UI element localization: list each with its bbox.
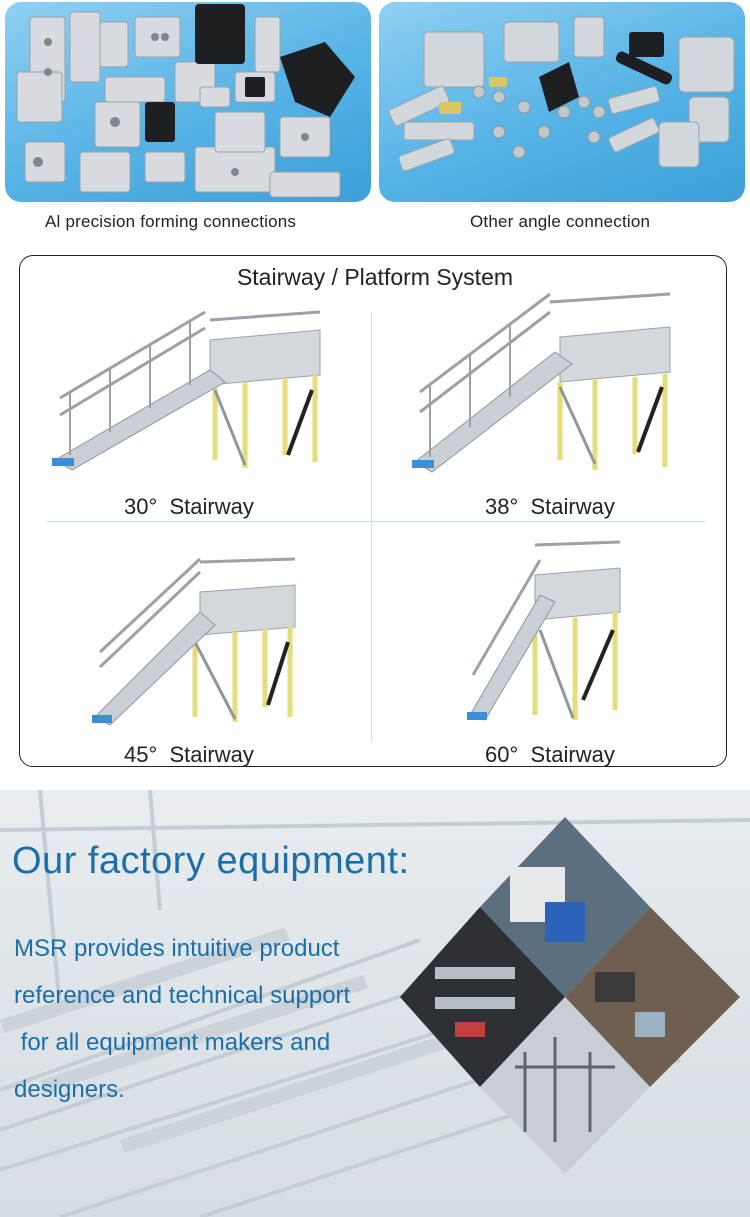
forming-connections-caption: Al precision forming connections (45, 212, 297, 231)
stairway-30-label: 30° Stairway (124, 494, 254, 519)
stairway-38-label: 38° Stairway (485, 494, 615, 519)
stairway-divider-vertical (371, 312, 372, 742)
stairway-30-illustration (52, 310, 321, 471)
factory-text-line-3: for all equipment makers and (14, 1029, 331, 1056)
stairway-45-illustration (92, 557, 296, 726)
stairway-60-label: 60° Stairway (485, 742, 615, 767)
forming-connections-image (5, 2, 371, 202)
stairway-divider-horizontal (46, 521, 706, 522)
stairway-45-label: 45° Stairway (124, 742, 254, 767)
stairway-60-illustration (467, 540, 621, 721)
angle-connection-caption: Other angle connection (470, 212, 651, 231)
stairway-38-illustration (412, 292, 671, 473)
factory-text-line-2: reference and technical support (14, 982, 351, 1009)
factory-text-line-4: designers. (14, 1076, 125, 1103)
factory-text-line-1: MSR provides intuitive product (14, 935, 340, 962)
factory-photo-collage (400, 817, 740, 1174)
factory-title: Our factory equipment: (12, 840, 410, 882)
angle-connection-image (379, 2, 745, 202)
stairway-title: Stairway / Platform System (236, 264, 514, 290)
